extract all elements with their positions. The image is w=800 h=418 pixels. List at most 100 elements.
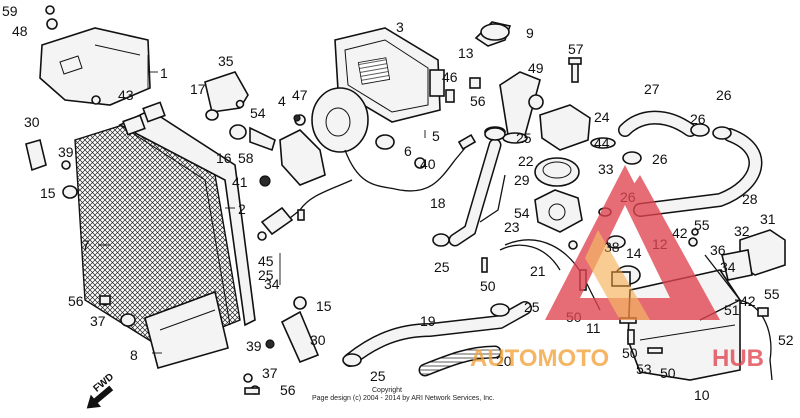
callout-21: 21	[530, 263, 546, 279]
thermostat-cover-24	[539, 104, 616, 151]
bracket-35	[204, 71, 301, 140]
callout-50d: 50	[660, 365, 676, 381]
callout-50c: 50	[622, 345, 638, 361]
callout-11: 11	[586, 320, 601, 336]
callout-22: 22	[518, 153, 534, 169]
callout-26b: 26	[690, 111, 706, 127]
callout-56b: 56	[470, 93, 486, 109]
callout-25e: 25	[370, 368, 386, 384]
callout-30b: 30	[310, 332, 326, 348]
callout-33: 33	[598, 161, 614, 177]
thermostat-housing	[474, 21, 544, 144]
hose-19-inner	[344, 302, 531, 366]
callout-19: 19	[420, 313, 436, 329]
callout-25c: 25	[524, 299, 540, 315]
callout-55b: 55	[764, 286, 780, 302]
callout-25b: 25	[434, 259, 450, 275]
callout-35: 35	[218, 53, 234, 69]
callout-34a: 34	[720, 259, 736, 275]
tube-21b	[499, 244, 561, 271]
callout-9: 9	[526, 25, 534, 41]
callout-40: 40	[420, 156, 436, 172]
callout-13: 13	[458, 45, 474, 61]
callout-47: 47	[292, 87, 308, 103]
callout-59: 59	[2, 3, 18, 19]
callout-1: 1	[160, 65, 168, 81]
relay-assembly	[699, 229, 786, 321]
callout-46: 46	[442, 69, 458, 85]
water-outlet-23	[534, 189, 583, 250]
callout-55a: 55	[694, 217, 710, 233]
callout-42b: 42	[740, 293, 756, 309]
callout-26a: 26	[716, 87, 732, 103]
callout-52: 52	[778, 332, 794, 348]
watermark-text-left: AUTOMOTO	[470, 345, 609, 372]
callout-23: 23	[504, 219, 520, 235]
callout-41: 41	[232, 174, 248, 190]
callout-10: 10	[694, 387, 710, 403]
callout-3: 3	[396, 19, 404, 35]
callout-20: 20	[496, 353, 512, 369]
hose-28-inner	[634, 129, 761, 216]
tube-29	[479, 174, 506, 223]
callout-51: 51	[724, 302, 740, 318]
hose-27-inner	[619, 112, 696, 136]
callout-30a: 30	[24, 114, 40, 130]
watermark-triangle-icon	[545, 165, 705, 320]
callout-4: 4	[278, 93, 286, 109]
radiator-core	[74, 101, 256, 369]
fwd-indicator: FWD	[86, 372, 116, 409]
hose-18-inner	[450, 140, 500, 245]
callout-56a: 56	[68, 293, 84, 309]
callout-29: 29	[514, 172, 530, 188]
callout-34b: 34	[264, 276, 280, 292]
callout-54a: 54	[250, 105, 266, 121]
thermo-switch	[257, 206, 294, 241]
callout-15a: 15	[40, 185, 56, 201]
callout-16: 16	[216, 150, 232, 166]
callout-58: 58	[238, 150, 254, 166]
callout-43: 43	[118, 87, 134, 103]
callout-5: 5	[432, 128, 440, 144]
callout-24: 24	[594, 109, 610, 125]
callout-2: 2	[238, 201, 246, 217]
callout-37a: 37	[90, 313, 106, 329]
callout-49: 49	[528, 60, 544, 76]
callout-37b: 37	[262, 365, 278, 381]
callout-18: 18	[430, 195, 446, 211]
callout-54b: 54	[514, 205, 530, 221]
callout-28: 28	[742, 191, 758, 207]
fan-wire-2	[284, 179, 353, 223]
callout-36: 36	[710, 242, 726, 258]
callout-57: 57	[568, 41, 584, 57]
callout-8: 8	[130, 347, 138, 363]
copyright-line-1: Copyright	[372, 387, 402, 394]
callout-7: 7	[82, 237, 90, 253]
callout-17: 17	[190, 81, 206, 97]
callout-39a: 39	[58, 144, 74, 160]
fan-wire	[344, 147, 466, 192]
callout-14: 14	[626, 245, 642, 261]
callout-39b: 39	[246, 338, 262, 354]
callout-32: 32	[734, 223, 750, 239]
leader-lines	[98, 55, 426, 354]
fan-motor	[249, 87, 426, 186]
fwd-arrow-icon	[86, 385, 114, 409]
callout-56c: 56	[280, 382, 296, 398]
callout-53: 53	[636, 361, 652, 377]
bracket-30	[25, 139, 47, 172]
callout-15b: 15	[316, 298, 332, 314]
callout-27: 27	[644, 81, 660, 97]
callout-25d: 25	[258, 267, 274, 283]
callout-44: 44	[594, 135, 610, 151]
shroud-top	[39, 5, 151, 106]
hose-20-inner	[420, 347, 500, 375]
callout-48: 48	[12, 23, 28, 39]
callout-42a: 42	[672, 225, 688, 241]
callout-25a: 25	[516, 130, 532, 146]
hose-clamps	[342, 123, 732, 367]
watermark-text-right: HUB	[712, 345, 764, 372]
callout-31: 31	[760, 211, 776, 227]
copyright-line-2: Page design (c) 2004 - 2014 by ARI Netwo…	[312, 395, 495, 402]
callout-6: 6	[404, 143, 412, 159]
